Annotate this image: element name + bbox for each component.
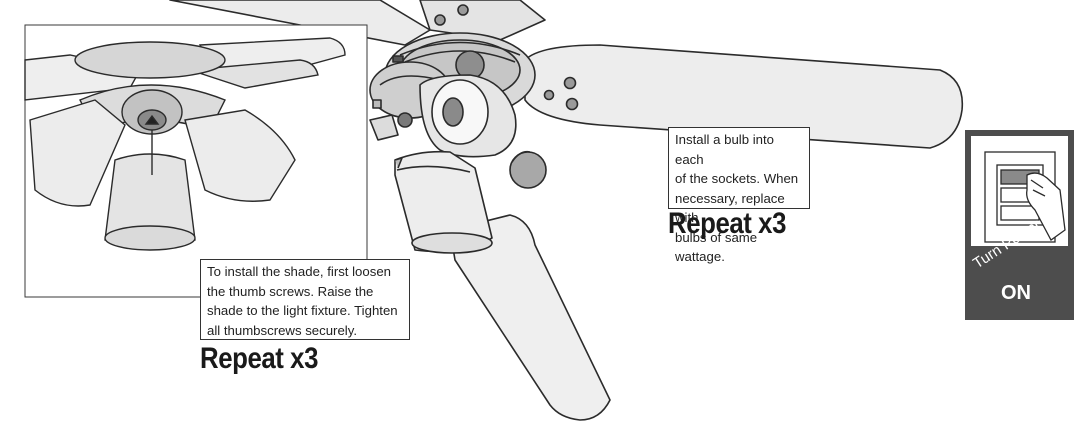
bulb-instruction-callout: Install a bulb into each of the sockets.… [668, 127, 810, 264]
shade-line-1: To install the shade, first loosen [207, 264, 391, 279]
bulb-line-4: bulbs of same wattage. [675, 229, 758, 265]
repeat-label-left: Repeat x3 [200, 342, 319, 375]
shade-line-4: all thumbscrews securely. [207, 322, 357, 338]
on-label: ON [1001, 282, 1031, 304]
fan-blade-right [524, 44, 964, 149]
shade-line-2: the thumb screws. Raise the [207, 283, 374, 299]
fan-blade-bottom [449, 214, 611, 421]
light-switch-icon [971, 136, 1068, 246]
bulb-line-2: of the sockets. When [675, 171, 799, 186]
bulb-line-1: Install a bulb into each [675, 132, 774, 167]
repeat-label-right: Repeat x3 [668, 207, 787, 240]
turn-power-on-panel: Turn Power ON [965, 130, 1074, 320]
shade-instruction-callout: To install the shade, first loosen the t… [200, 259, 410, 340]
inset-detail [24, 24, 368, 298]
shade-line-3: shade to the light fixture. Tighten [207, 303, 398, 318]
bulb-line-3: necessary, replace with [675, 190, 785, 226]
hand-icon [1026, 172, 1066, 241]
